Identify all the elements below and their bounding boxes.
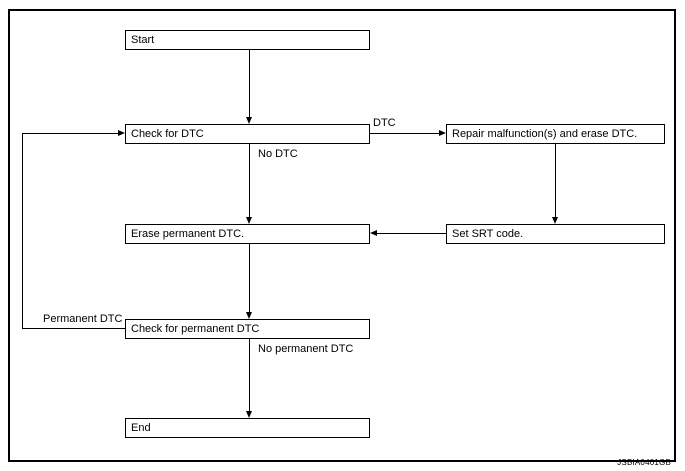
arrowhead-check-dtc-to-erase-permanent	[245, 217, 252, 224]
arrowhead-erase-permanent-to-check-permanent	[245, 312, 252, 319]
connector-feedback-left	[22, 133, 23, 329]
arrowhead-repair-to-set-srt	[551, 217, 558, 224]
connector-start-to-check-dtc	[249, 50, 250, 117]
node-set-srt-code[interactable]: Set SRT code.	[446, 224, 665, 244]
edge-label-no-dtc: No DTC	[256, 148, 300, 160]
node-check-for-dtc[interactable]: Check for DTC	[125, 124, 370, 144]
node-erase-permanent-dtc[interactable]: Erase permanent DTC.	[125, 224, 370, 244]
edge-label-permanent-dtc: Permanent DTC	[41, 313, 125, 325]
node-end[interactable]: End	[125, 418, 370, 438]
arrowhead-check-dtc-to-repair	[439, 130, 446, 136]
connector-erase-permanent-to-check-permanent	[249, 244, 250, 312]
node-repair-malfunctions-and-erase-dtc[interactable]: Repair malfunction(s) and erase DTC.	[446, 124, 665, 144]
arrowhead-start-to-check-dtc	[245, 117, 252, 124]
figure-id-watermark: JSBIA0401GB	[617, 458, 671, 467]
connector-feedback-top	[22, 133, 118, 134]
connector-feedback-bottom	[22, 328, 125, 329]
node-start[interactable]: Start	[125, 30, 370, 50]
connector-check-dtc-to-repair	[370, 133, 439, 134]
node-check-for-permanent-dtc[interactable]: Check for permanent DTC	[125, 319, 370, 339]
connector-check-permanent-to-end	[249, 339, 250, 411]
edge-label-dtc: DTC	[371, 117, 398, 129]
edge-label-no-permanent-dtc: No permanent DTC	[256, 343, 356, 355]
diagram-frame	[8, 9, 676, 462]
connector-repair-to-set-srt	[555, 144, 556, 217]
arrowhead-check-permanent-to-end	[245, 411, 252, 418]
arrowhead-set-srt-to-erase-permanent	[370, 230, 377, 236]
connector-check-dtc-to-erase-permanent	[249, 144, 250, 217]
arrowhead-feedback-to-check-dtc	[118, 130, 125, 136]
connector-set-srt-to-erase-permanent	[377, 233, 446, 234]
